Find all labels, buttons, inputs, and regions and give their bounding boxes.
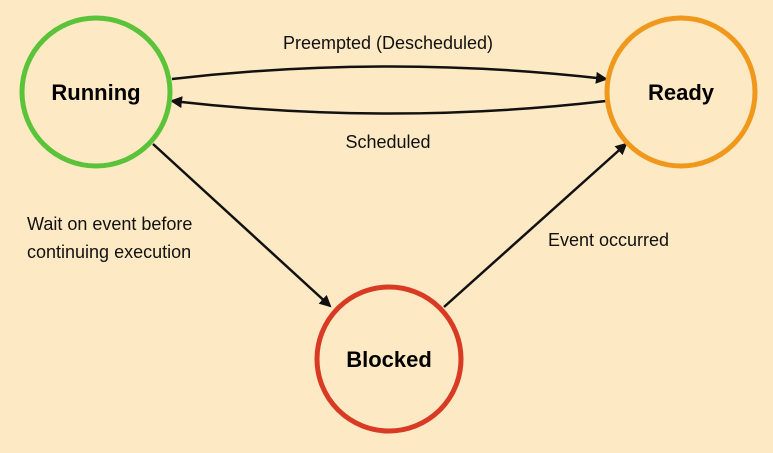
state-running: Running	[19, 15, 173, 169]
edge-label-scheduled: Scheduled	[345, 132, 430, 152]
edge-label-event-occurred: Event occurred	[548, 230, 669, 250]
state-blocked-label: Blocked	[346, 347, 432, 372]
state-blocked-circle	[314, 284, 464, 434]
edge-label-wait-line2: continuing execution	[27, 242, 191, 262]
edge-scheduled	[170, 96, 607, 115]
edge-event-occurred	[443, 142, 628, 308]
state-ready: Ready	[604, 15, 758, 169]
state-running-label: Running	[51, 80, 140, 105]
edge-preempted	[171, 65, 608, 84]
state-blocked: Blocked	[314, 284, 464, 434]
edge-label-wait-line1: Wait on event before	[27, 214, 192, 234]
state-running-circle	[19, 15, 173, 169]
edge-label-preempted: Preempted (Descheduled)	[283, 33, 493, 53]
state-ready-label: Ready	[648, 80, 715, 105]
state-ready-circle	[604, 15, 758, 169]
edge-wait	[152, 143, 332, 308]
